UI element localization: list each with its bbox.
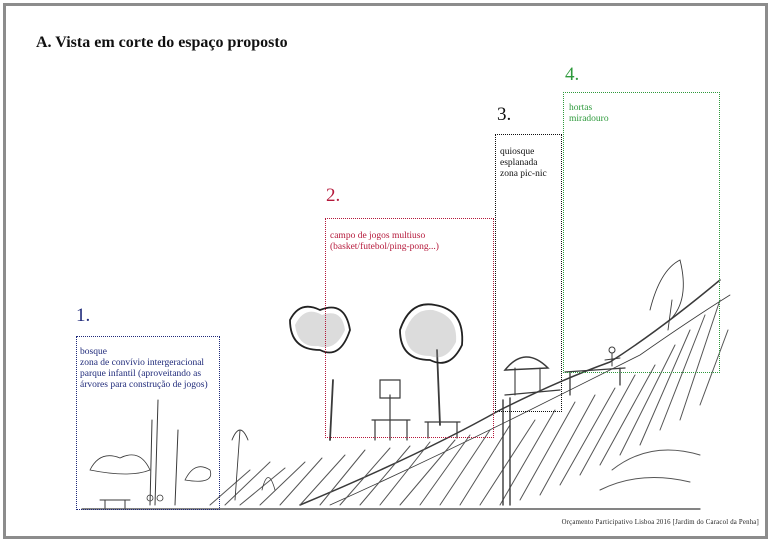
section-title: A. Vista em corte do espaço proposto <box>36 34 288 51</box>
zone-4-box <box>563 92 720 373</box>
zone-3-box <box>495 134 562 412</box>
zone-4-line: hortas <box>569 103 593 113</box>
zone-1-line: bosque <box>80 347 107 357</box>
footer-caption: Orçamento Participativo Lisboa 2016 [Jar… <box>561 519 759 526</box>
zone-4-line: miradouro <box>569 114 609 124</box>
zone-1-box <box>76 336 220 510</box>
zone-3-line: esplanada <box>500 158 538 168</box>
zone-1-line: zona de convívio intergeracional <box>80 358 205 368</box>
zone-2-number: 2. <box>326 185 341 206</box>
zone-1-line: parque infantil (aproveitando as <box>80 369 202 379</box>
zone-4-number: 4. <box>565 64 580 85</box>
zone-3-line: quiosque <box>500 147 535 157</box>
zone-1-line: árvores para construção de jogos) <box>80 380 208 390</box>
zone-2-line: campo de jogos multiuso <box>330 231 426 241</box>
zone-3-line: zona pic-nic <box>500 169 547 179</box>
zone-2-box <box>325 218 494 438</box>
zone-1-number: 1. <box>76 305 91 326</box>
zone-2-description: campo de jogos multiuso(basket/futebol/p… <box>330 220 439 264</box>
zone-3-number: 3. <box>497 104 512 125</box>
zone-2-line: (basket/futebol/ping-pong...) <box>330 242 439 252</box>
